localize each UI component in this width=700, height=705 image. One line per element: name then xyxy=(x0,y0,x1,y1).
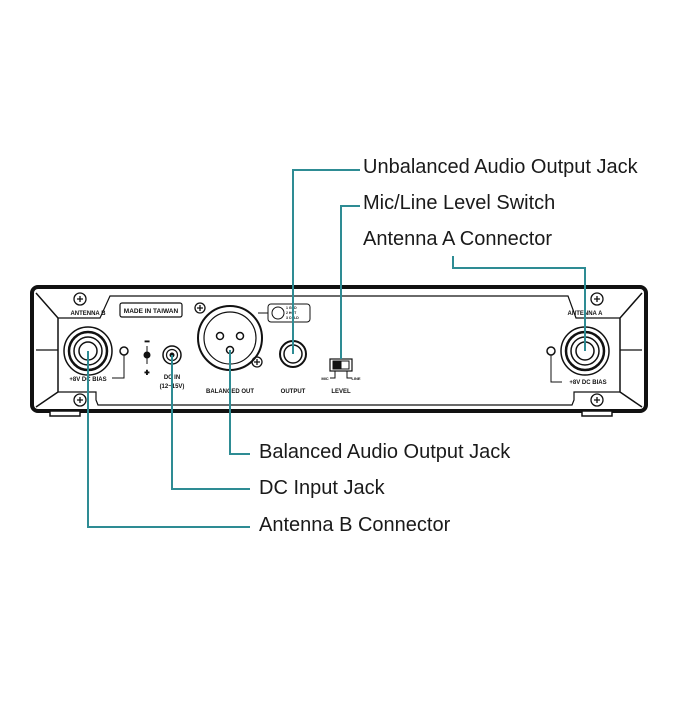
output-panel-label: OUTPUT xyxy=(281,389,306,395)
callout-antenna-b: Antenna B Connector xyxy=(259,514,451,536)
chassis xyxy=(30,285,648,417)
screw-icon xyxy=(590,292,604,306)
leader-level-switch xyxy=(340,205,360,359)
foot-right xyxy=(581,410,613,417)
svg-text:+: + xyxy=(145,368,150,377)
polarity-symbol: − + xyxy=(143,337,151,378)
leader-dc-input xyxy=(171,355,250,490)
screw-icon xyxy=(590,393,604,407)
bevel-left xyxy=(35,292,59,408)
antenna-b-panel-label: ANTENNA B xyxy=(70,311,106,317)
leader-antenna-a xyxy=(452,256,586,351)
callout-balanced-output: Balanced Audio Output Jack xyxy=(259,441,511,463)
leader-antenna-b xyxy=(87,351,250,528)
mic-label: MIC xyxy=(321,376,328,381)
callout-dc-input: DC Input Jack xyxy=(259,477,385,499)
screw-icon xyxy=(73,393,87,407)
screw-icon xyxy=(194,302,206,314)
made-in-badge xyxy=(119,302,183,318)
callout-antenna-a: Antenna A Connector xyxy=(363,228,553,250)
callout-level-switch: Mic/Line Level Switch xyxy=(363,192,556,214)
made-in-label: MADE IN TAIWAN xyxy=(124,308,179,315)
bias-right-panel-label: +8V DC BIAS xyxy=(569,380,606,386)
leader-unbalanced-output xyxy=(292,169,360,354)
level-switch[interactable] xyxy=(329,358,353,379)
screws xyxy=(73,292,604,407)
chassis-outline xyxy=(30,285,648,413)
svg-text:2 HOT: 2 HOT xyxy=(286,311,297,315)
bevel-right xyxy=(619,292,643,408)
foot-left xyxy=(49,410,81,417)
level-panel-label: LEVEL xyxy=(331,389,351,395)
line-label: LINE xyxy=(351,376,360,381)
leader-lines xyxy=(87,169,586,528)
callout-unbalanced-output: Unbalanced Audio Output Jack xyxy=(363,156,638,178)
screw-icon xyxy=(73,292,87,306)
leader-balanced-output xyxy=(229,350,250,455)
svg-text:−: − xyxy=(145,337,150,346)
svg-text:1 GND: 1 GND xyxy=(286,306,297,310)
